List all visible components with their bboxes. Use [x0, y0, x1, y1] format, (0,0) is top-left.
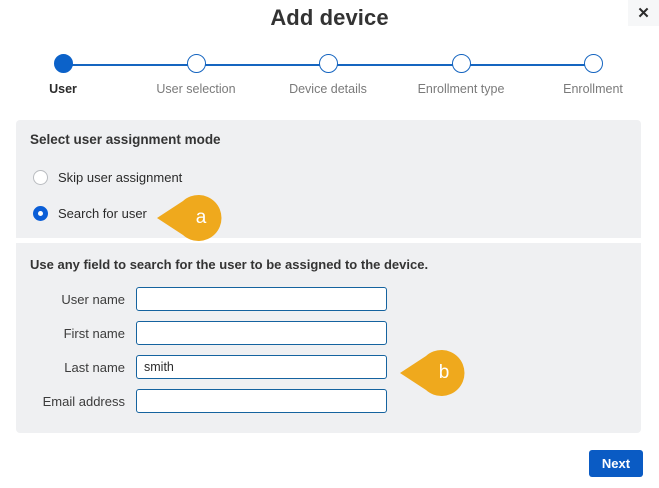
search-instructions: Use any field to search for the user to … [30, 257, 429, 272]
user-assignment-mode-panel: Select user assignment mode Skip user as… [16, 120, 641, 238]
step-circle [583, 54, 603, 73]
step-label: User selection [156, 82, 236, 96]
radio-search-for-user[interactable]: Search for user [33, 206, 147, 221]
step-circle [186, 54, 206, 73]
step-enrollment[interactable]: Enrollment [513, 48, 659, 96]
step-device-details[interactable]: Device details [248, 48, 408, 96]
radio-skip-user-assignment[interactable]: Skip user assignment [33, 170, 182, 185]
last-name-input[interactable] [136, 355, 387, 379]
step-enrollment-type[interactable]: Enrollment type [381, 48, 541, 96]
email-address-label: Email address [42, 393, 125, 409]
field-row: First name [30, 321, 387, 345]
close-icon[interactable]: ✕ [628, 0, 659, 26]
user-search-panel: Use any field to search for the user to … [16, 243, 641, 433]
callout-teardrop-icon [157, 195, 222, 241]
radio-label: Skip user assignment [58, 170, 183, 185]
step-label: Device details [289, 82, 367, 96]
callout-marker-b: b [400, 350, 472, 396]
callout-marker-a: a [157, 195, 229, 241]
first-name-input[interactable] [136, 321, 387, 345]
step-label: Enrollment type [417, 82, 505, 96]
page-title: Add device [270, 5, 389, 30]
field-row: User name [30, 287, 387, 311]
field-row: Last name [30, 355, 387, 379]
step-user[interactable]: User [0, 48, 143, 96]
user-name-label: User name [61, 291, 125, 307]
step-circle [53, 54, 73, 73]
step-user-selection[interactable]: User selection [116, 48, 276, 96]
step-label: Enrollment [563, 82, 623, 96]
stepper: User User selection Device details Enrol… [0, 48, 659, 108]
user-name-input[interactable] [136, 287, 387, 311]
radio-mark-icon [33, 206, 48, 221]
step-circle [318, 54, 338, 73]
last-name-label: Last name [64, 359, 125, 375]
field-row: Email address [30, 389, 387, 413]
callout-teardrop-icon [400, 350, 465, 396]
callout-letter: b [438, 362, 450, 383]
callout-letter: a [195, 207, 207, 228]
step-label: User [49, 82, 77, 96]
email-address-input[interactable] [136, 389, 387, 413]
step-circle [451, 54, 471, 73]
next-button[interactable]: Next [589, 450, 643, 477]
radio-mark-icon [33, 170, 48, 185]
panel-heading: Select user assignment mode [30, 132, 221, 147]
first-name-label: First name [63, 325, 125, 341]
radio-label: Search for user [58, 206, 147, 221]
